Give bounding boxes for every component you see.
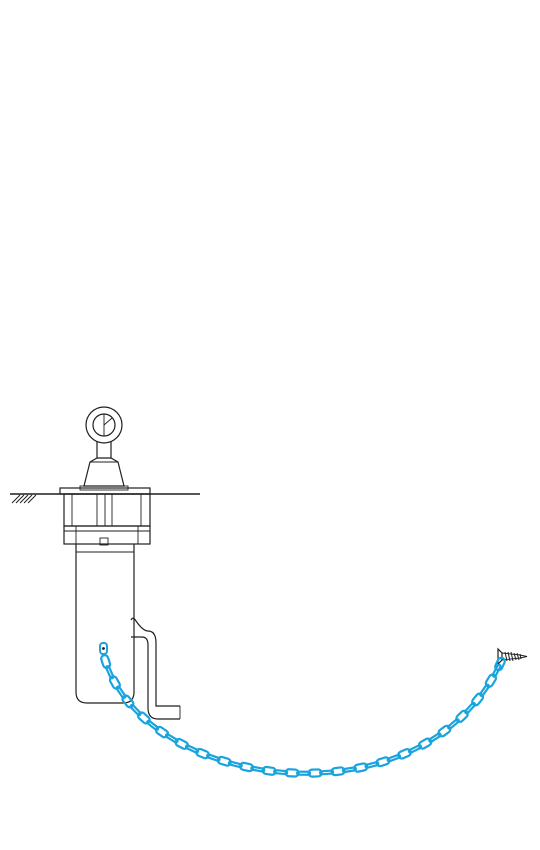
chain [100,654,506,778]
chain-link [164,733,179,744]
chain-link [353,762,369,773]
chain-link [471,692,485,707]
chain-link [397,748,412,760]
chain-link [484,673,498,688]
chain-link [238,761,255,773]
chain-link [129,703,142,717]
chain-link [447,718,460,730]
chain-link [261,765,277,776]
wall-screw [497,647,528,666]
chain-link [464,701,477,715]
chain-link [146,719,160,731]
floor-flange [59,485,151,495]
chain-link [284,768,300,778]
chain-link [115,685,127,699]
chain-link [195,747,210,760]
eyebolt [83,406,125,487]
chain-link [437,724,452,738]
chain-link [364,761,380,769]
housing-tube [75,544,135,704]
eyebolt-ring-outer [85,406,123,444]
chain-link [341,766,357,774]
chain-link [455,709,469,723]
chain-link [273,769,289,776]
flange-plate [59,487,151,495]
chain-link [407,744,423,754]
chain-link [295,770,312,776]
sleeve-collar [63,493,151,546]
chain-link [121,694,135,709]
chain-link [307,768,323,778]
chain-link [318,769,335,776]
drain-pipe-upper [130,617,180,707]
chain-link [206,753,221,762]
collar-upper [63,493,151,527]
eyebolt-neck [96,442,112,458]
floor-hatching [11,494,37,504]
chain-link [227,760,243,769]
chain-link [386,753,402,763]
chain-link [375,756,391,768]
chain-link [154,725,170,739]
chain-link [100,654,112,669]
chain-link [216,755,232,767]
screw-head [497,647,503,666]
chain-link [491,663,502,678]
sleeve-housing [75,544,135,704]
chain-link [428,732,442,743]
chain-link [330,766,346,777]
chain-anchor [99,642,108,655]
drain-pipe-lower [131,636,180,720]
screw-thread [504,651,522,662]
chain-link [174,737,189,750]
collar-lower [63,525,151,545]
chain-anchor-link [99,642,108,655]
chain-link [494,656,506,672]
drain-pipe [130,617,181,720]
chain-link [108,675,121,690]
chain-link [417,737,433,750]
chain-link [250,765,266,773]
chain-link [137,711,151,725]
chain-link [105,665,115,680]
chain-link [184,744,200,754]
chain-link [479,683,491,697]
